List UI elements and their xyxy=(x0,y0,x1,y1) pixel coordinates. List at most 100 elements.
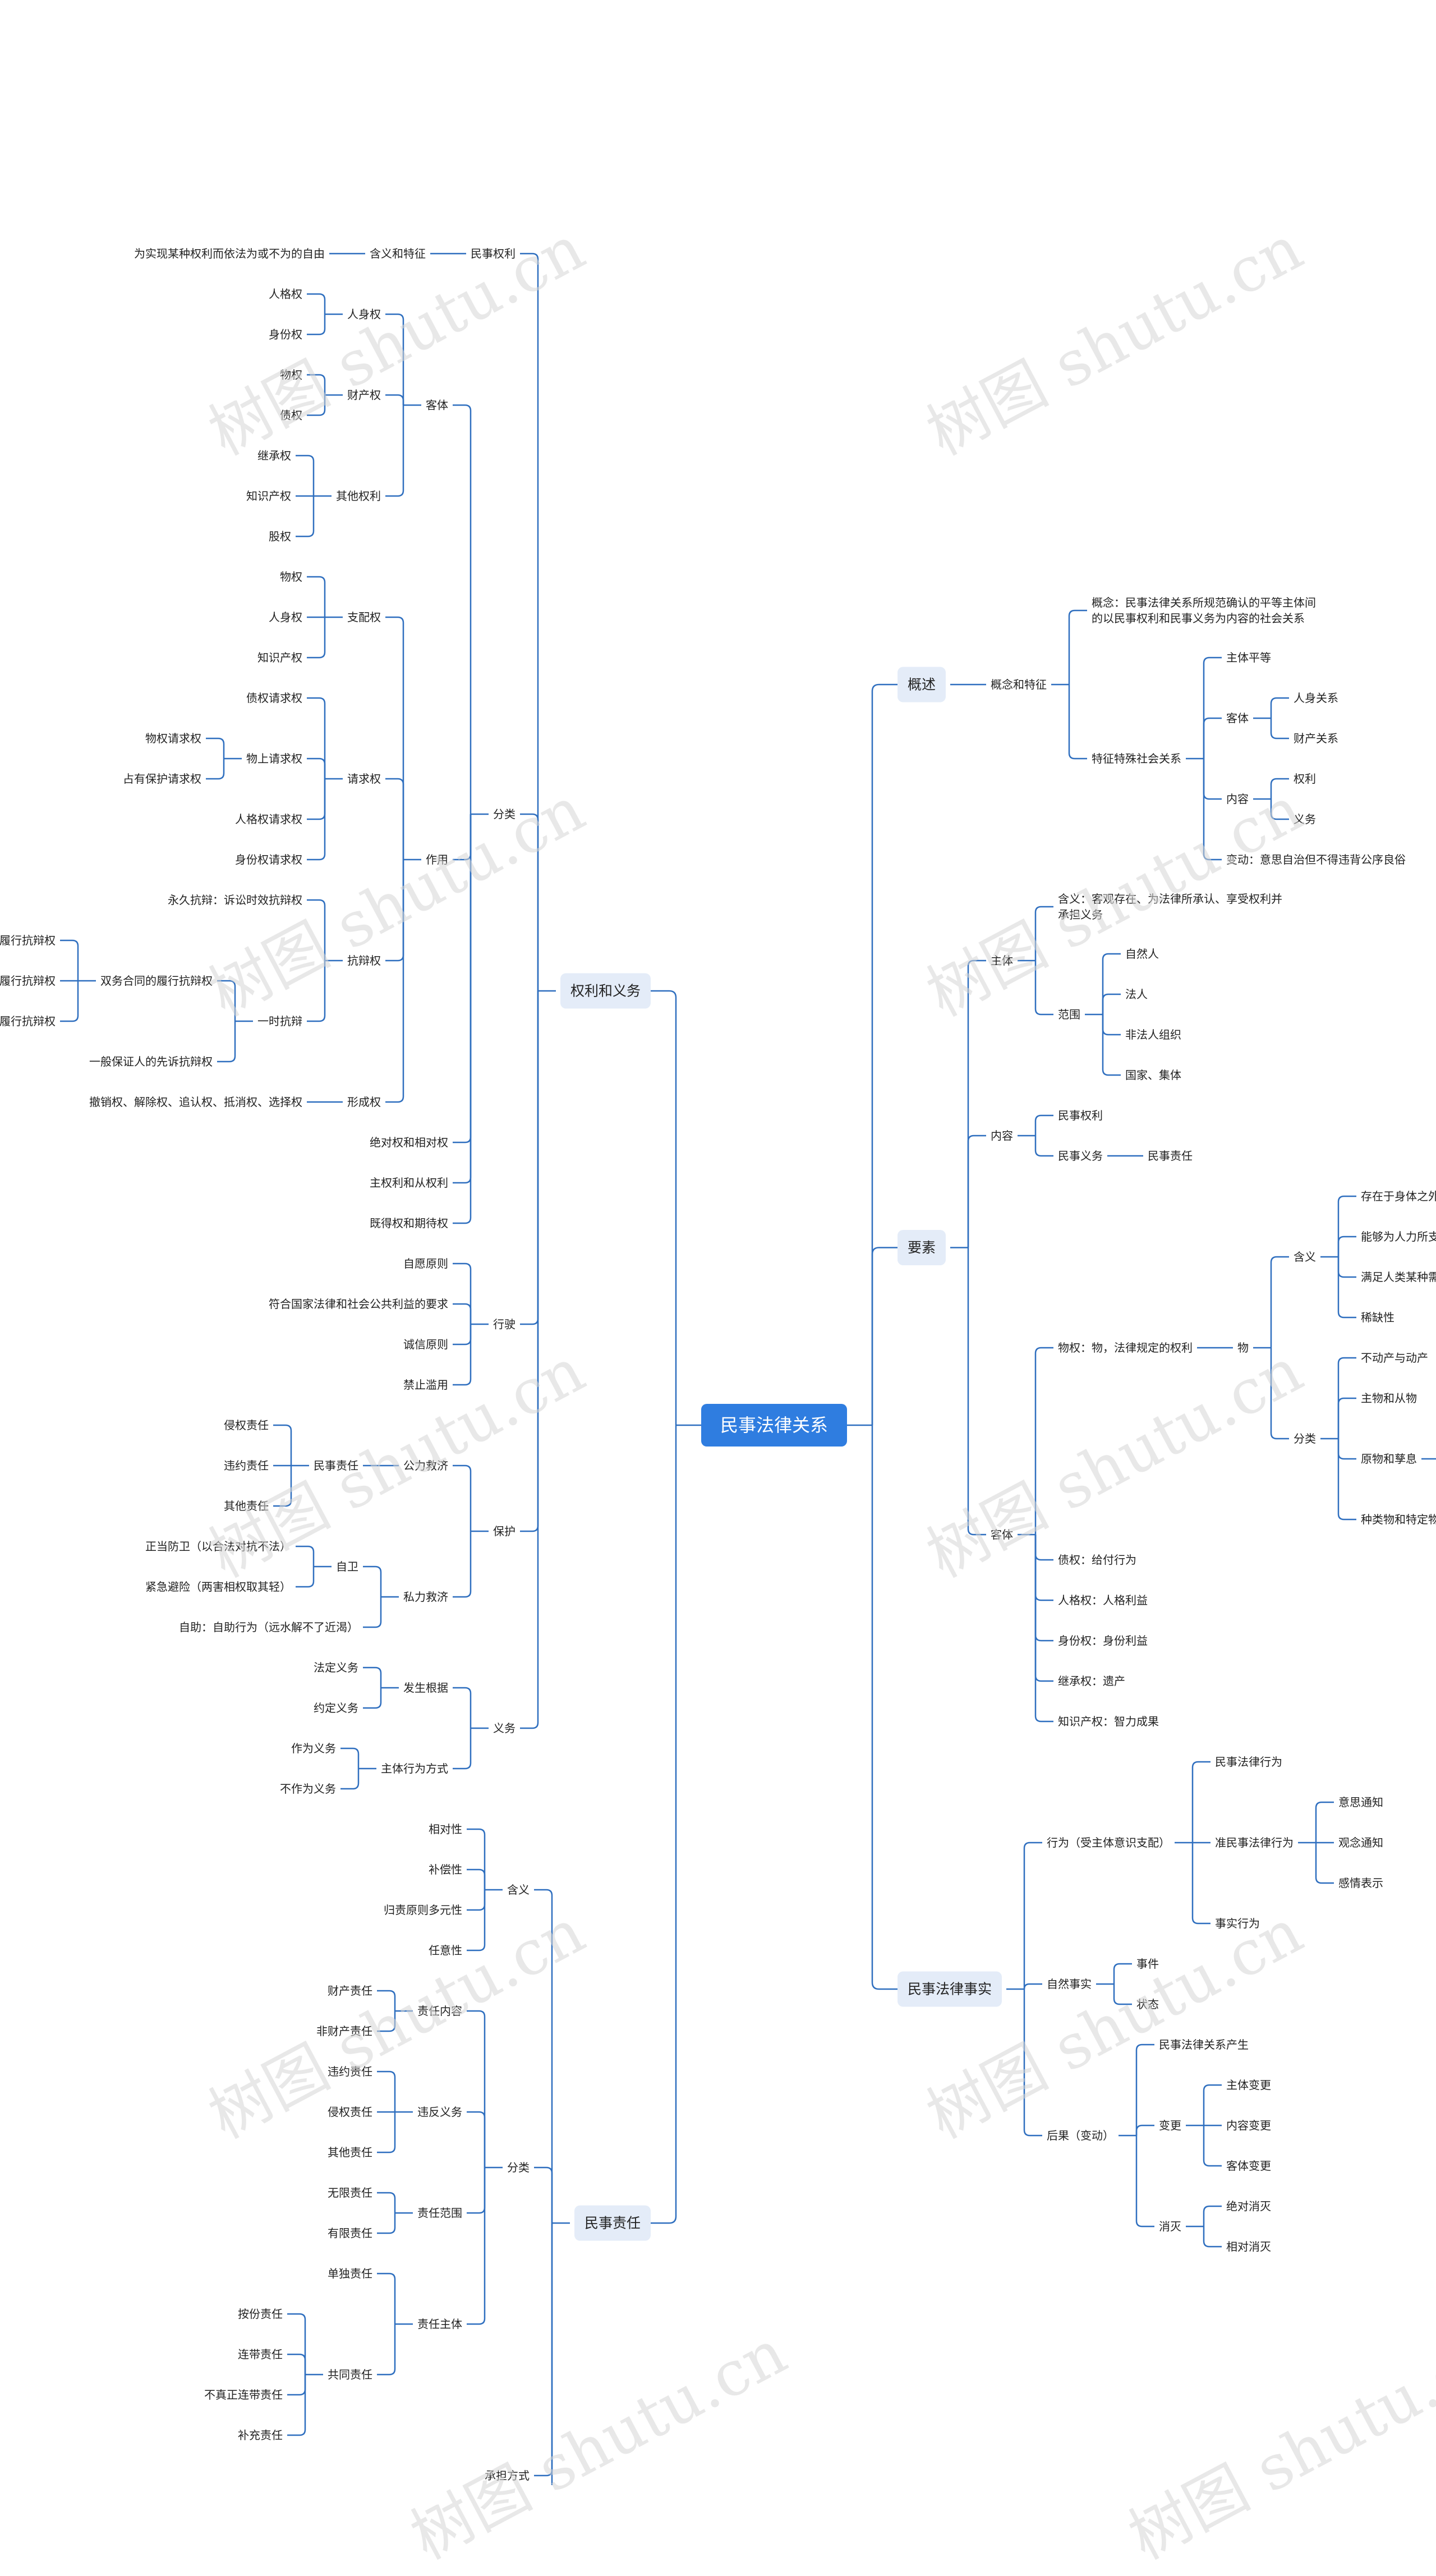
topic-node[interactable]: 财产责任 xyxy=(328,1984,372,1998)
topic-node[interactable]: 其他责任 xyxy=(224,1499,269,1513)
topic-node[interactable]: 事实行为 xyxy=(1215,1917,1260,1930)
topic-node[interactable]: 禁止滥用 xyxy=(403,1378,448,1392)
topic-node[interactable]: 范围 xyxy=(1058,1008,1080,1021)
topic-node[interactable]: 物权：物，法律规定的权利 xyxy=(1058,1341,1193,1354)
root-node[interactable]: 民事法律关系 xyxy=(701,1404,847,1447)
topic-node[interactable]: 物上请求权 xyxy=(246,752,302,765)
topic-node[interactable]: 民事法律行为 xyxy=(1215,1755,1282,1769)
topic-node[interactable]: 准民事法律行为 xyxy=(1215,1836,1294,1849)
topic-node[interactable]: 非财产责任 xyxy=(316,2024,372,2038)
topic-node[interactable]: 人身关系 xyxy=(1294,691,1338,705)
topic-node[interactable]: 股权 xyxy=(269,530,291,543)
topic-node[interactable]: 违反义务 xyxy=(417,2105,462,2119)
topic-node[interactable]: 客体 xyxy=(1226,711,1249,725)
topic-node[interactable]: 债权：给付行为 xyxy=(1058,1553,1136,1567)
topic-node[interactable]: 概念和特征 xyxy=(991,678,1047,691)
topic-node[interactable]: 正当防卫（以合法对抗不法） xyxy=(145,1540,291,1553)
topic-node[interactable]: 继承权：遗产 xyxy=(1058,1674,1125,1688)
topic-node[interactable]: 占有保护请求权 xyxy=(123,772,201,786)
topic-node[interactable]: 法人 xyxy=(1125,988,1148,1001)
topic-node[interactable]: 作为义务 xyxy=(291,1742,336,1755)
topic-node[interactable]: 非法人组织 xyxy=(1125,1028,1181,1041)
topic-node[interactable]: 行驶 xyxy=(493,1317,516,1331)
topic-node[interactable]: 相对性 xyxy=(429,1822,462,1836)
topic-node[interactable]: 特征特殊社会关系 xyxy=(1092,752,1181,765)
topic-node[interactable]: 物权 xyxy=(280,570,302,584)
topic-node[interactable]: 物权请求权 xyxy=(145,732,201,745)
topic-node[interactable]: 身份权请求权 xyxy=(235,853,302,866)
topic-node[interactable]: 民事权利 xyxy=(1058,1109,1103,1122)
topic-node[interactable]: 请求权 xyxy=(347,772,381,786)
topic-node[interactable]: 分类 xyxy=(493,807,516,821)
topic-node[interactable]: 国家、集体 xyxy=(1125,1068,1181,1082)
topic-node[interactable]: 支配权 xyxy=(347,610,381,624)
topic-node[interactable]: 主体行为方式 xyxy=(381,1762,448,1775)
topic-node[interactable]: 自然事实 xyxy=(1047,1977,1092,1991)
topic-node[interactable]: 民事责任 xyxy=(1148,1149,1193,1163)
topic-node[interactable]: 共同责任 xyxy=(328,2368,372,2381)
topic-node[interactable]: 含义 xyxy=(507,1883,530,1897)
topic-node[interactable]: 不真正连带责任 xyxy=(204,2388,283,2401)
topic-node[interactable]: 双务合同的履行抗辩权 xyxy=(100,974,213,988)
topic-node[interactable]: 人格权请求权 xyxy=(235,812,302,826)
topic-node[interactable]: 原物和孳息 xyxy=(1361,1452,1417,1466)
topic-node[interactable]: 一般保证人的先诉抗辩权 xyxy=(89,1055,213,1068)
topic-node[interactable]: 人身权 xyxy=(347,307,381,321)
topic-node[interactable]: 不作为义务 xyxy=(280,1782,336,1796)
topic-node[interactable]: 身份权：身份利益 xyxy=(1058,1634,1148,1647)
topic-node[interactable]: 消灭 xyxy=(1159,2220,1181,2233)
topic-node[interactable]: 权利 xyxy=(1294,772,1316,786)
topic-node[interactable]: 先履行抗辩权 xyxy=(0,974,56,988)
topic-node[interactable]: 不安履行抗辩权 xyxy=(0,1014,56,1028)
topic-node[interactable]: 民事权利 xyxy=(471,247,516,260)
topic-node[interactable]: 无限责任 xyxy=(328,2186,372,2200)
topic-node[interactable]: 人身权 xyxy=(269,610,302,624)
topic-node[interactable]: 补充责任 xyxy=(238,2428,283,2442)
topic-node[interactable]: 自愿原则 xyxy=(403,1257,448,1270)
topic-node[interactable]: 自卫 xyxy=(336,1560,358,1573)
topic-node[interactable]: 存在于身体之外 xyxy=(1361,1190,1436,1203)
topic-node[interactable]: 违约责任 xyxy=(328,2065,372,2078)
topic-node[interactable]: 客体 xyxy=(991,1528,1013,1541)
topic-node[interactable]: 撤销权、解除权、追认权、抵消权、选择权 xyxy=(89,1095,302,1109)
topic-node[interactable]: 主体变更 xyxy=(1226,2078,1271,2092)
topic-node[interactable]: 其他权利 xyxy=(336,489,381,503)
topic-node[interactable]: 不动产与动产 xyxy=(1361,1351,1428,1365)
topic-node[interactable]: 侵权责任 xyxy=(328,2105,372,2119)
topic-node[interactable]: 事件 xyxy=(1136,1957,1159,1971)
topic-node[interactable]: 主体 xyxy=(991,954,1013,967)
topic-node[interactable]: 按份责任 xyxy=(238,2307,283,2321)
topic-node[interactable]: 既得权和期待权 xyxy=(370,1216,448,1230)
main-topic-node[interactable]: 权利和义务 xyxy=(560,973,651,1009)
topic-node[interactable]: 分类 xyxy=(507,2161,530,2174)
topic-node[interactable]: 其他责任 xyxy=(328,2146,372,2159)
topic-node[interactable]: 继承权 xyxy=(257,449,291,462)
topic-node[interactable]: 观念通知 xyxy=(1338,1836,1383,1849)
topic-node[interactable]: 责任范围 xyxy=(417,2206,462,2220)
topic-node[interactable]: 财产关系 xyxy=(1294,732,1338,745)
topic-node[interactable]: 侵权责任 xyxy=(224,1418,269,1432)
topic-node[interactable]: 归责原则多元性 xyxy=(384,1903,462,1917)
topic-node[interactable]: 作用 xyxy=(426,853,448,866)
topic-node[interactable]: 发生根据 xyxy=(403,1681,448,1695)
topic-node[interactable]: 知识产权 xyxy=(246,489,291,503)
main-topic-node[interactable]: 民事法律事实 xyxy=(897,1971,1002,2007)
topic-node[interactable]: 符合国家法律和社会公共利益的要求 xyxy=(269,1297,448,1311)
main-topic-node[interactable]: 概述 xyxy=(897,667,946,702)
topic-node[interactable]: 任意性 xyxy=(429,1944,462,1957)
topic-node[interactable]: 民事义务 xyxy=(1058,1149,1103,1163)
topic-node[interactable]: 物 xyxy=(1237,1341,1249,1354)
topic-node[interactable]: 状态 xyxy=(1136,1998,1159,2011)
topic-node[interactable]: 行为（受主体意识支配） xyxy=(1047,1836,1170,1849)
topic-node[interactable]: 含义和特征 xyxy=(370,247,426,260)
main-topic-node[interactable]: 要素 xyxy=(897,1230,946,1265)
topic-node[interactable]: 绝对消灭 xyxy=(1226,2200,1271,2213)
topic-node[interactable]: 后果（变动） xyxy=(1047,2129,1114,2142)
topic-node[interactable]: 紧急避险（两害相权取其轻） xyxy=(145,1580,291,1594)
topic-node[interactable]: 能够为人力所支配 xyxy=(1361,1230,1436,1243)
topic-node[interactable]: 含义 xyxy=(1294,1250,1316,1264)
topic-node[interactable]: 意思通知 xyxy=(1338,1796,1383,1809)
topic-node[interactable]: 自助：自助行为（远水解不了近渴） xyxy=(179,1620,358,1634)
topic-node[interactable]: 责任主体 xyxy=(417,2317,462,2331)
